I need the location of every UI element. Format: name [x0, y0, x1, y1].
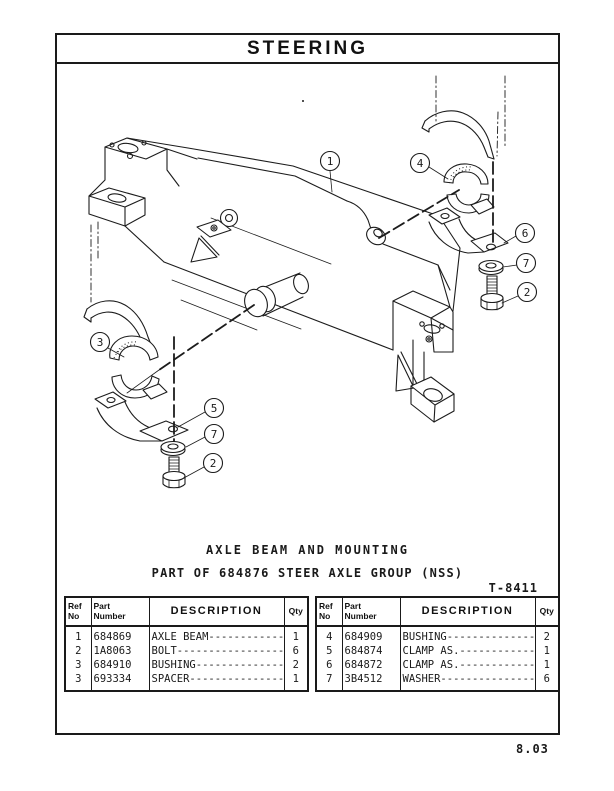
- svg-text:7: 7: [211, 428, 218, 441]
- description-cell: WASHER-----------------: [399, 672, 535, 691]
- description-cell: AXLE BEAM--------------: [148, 626, 284, 644]
- header-qty: Qty: [534, 597, 559, 627]
- description-cell: BUSHING----------------: [399, 626, 535, 644]
- table-row: 2 1A8063 BOLT------------------- 6: [65, 644, 308, 658]
- part-cell: 684909: [341, 626, 400, 644]
- qty-cell: 1: [534, 644, 559, 658]
- qty-cell: 2: [283, 658, 308, 672]
- callout-4: 4: [409, 152, 431, 174]
- ref-cell: 2: [75, 645, 82, 657]
- svg-text:4: 4: [417, 157, 424, 170]
- callout-7-left: 7: [203, 423, 225, 445]
- description-cell: CLAMP AS.--------------: [399, 644, 535, 658]
- part-cell: 1A8063: [90, 644, 149, 658]
- diagram-svg: 1 4 6 7 2 3 5: [83, 75, 538, 489]
- axle-beam-body: [163, 147, 461, 351]
- callout-7-right: 7: [515, 252, 537, 274]
- axle-beam-drawing: 1 4 6 7 2 3 5: [83, 75, 538, 489]
- part-cell: 693334: [90, 672, 149, 691]
- header-qty: Qty: [283, 597, 308, 627]
- qty-cell: 1: [283, 626, 308, 644]
- diagram-caption: AXLE BEAM AND MOUNTING: [206, 543, 409, 557]
- part-cell: 3B4512: [341, 672, 400, 691]
- part-cell: 684869: [90, 626, 149, 644]
- table-row: 4 684909 BUSHING---------------- 2: [316, 626, 559, 644]
- table-row: 3 693334 SPACER----------------- 1: [65, 672, 308, 691]
- part-cell: 684872: [341, 658, 400, 672]
- svg-text:6: 6: [522, 227, 529, 240]
- table-row: 1 684869 AXLE BEAM-------------- 1: [65, 626, 308, 644]
- qty-cell: 1: [283, 672, 308, 691]
- callout-6: 6: [514, 222, 536, 244]
- description-cell: BUSHING----------------: [148, 658, 284, 672]
- svg-text:2: 2: [524, 286, 531, 299]
- ref-cell: 5: [326, 645, 333, 657]
- page-title: STEERING: [246, 37, 369, 59]
- ref-cell: 3: [75, 673, 82, 685]
- table-row: 7 3B4512 WASHER----------------- 6: [316, 672, 559, 691]
- qty-cell: 2: [534, 626, 559, 644]
- svg-text:5: 5: [211, 402, 218, 415]
- ref-cell: 7: [326, 673, 333, 685]
- page-number: 8.03: [516, 742, 549, 756]
- callout-2-right: 2: [516, 281, 538, 303]
- kingpin: [244, 272, 309, 318]
- callout-1: 1: [319, 150, 341, 172]
- table-row: 6 684872 CLAMP AS.-------------- 1: [316, 658, 559, 672]
- axle-beam-right-bracket: [392, 264, 455, 423]
- diagram-subcaption: PART OF 684876 STEER AXLE GROUP (NSS): [151, 566, 464, 580]
- svg-text:3: 3: [97, 336, 104, 349]
- callout-3: 3: [89, 331, 111, 353]
- description-cell: BOLT-------------------: [148, 644, 284, 658]
- header-description: DESCRIPTION: [399, 597, 535, 627]
- bolt-left: [162, 456, 186, 489]
- title-banner: STEERING: [57, 35, 558, 64]
- part-cell: 684910: [90, 658, 149, 672]
- table-row: 5 684874 CLAMP AS.-------------- 1: [316, 644, 559, 658]
- callout-2-left: 2: [202, 452, 224, 474]
- svg-text:2: 2: [210, 457, 217, 470]
- description-cell: CLAMP AS.--------------: [399, 658, 535, 672]
- qty-cell: 6: [534, 672, 559, 691]
- callout-5: 5: [203, 397, 225, 419]
- table-row: 3 684910 BUSHING---------------- 2: [65, 658, 308, 672]
- qty-cell: 6: [283, 644, 308, 658]
- figure-ref: T-8411: [488, 581, 538, 595]
- qty-cell: 1: [534, 658, 559, 672]
- speck: [302, 100, 304, 102]
- left-clamp-assembly: [83, 221, 255, 489]
- bolt-right: [480, 275, 504, 311]
- ref-cell: 4: [326, 631, 333, 643]
- ref-cell: 6: [326, 659, 333, 671]
- svg-text:7: 7: [523, 257, 530, 270]
- right-clamp-assembly: [378, 75, 509, 311]
- page-sheet: STEERING: [55, 33, 560, 735]
- callout-leaders: [107, 166, 519, 480]
- header-description: DESCRIPTION: [148, 597, 284, 627]
- description-cell: SPACER-----------------: [148, 672, 284, 691]
- ref-cell: 1: [75, 631, 82, 643]
- svg-text:1: 1: [327, 155, 334, 168]
- axle-beam-left-bracket: [88, 137, 198, 263]
- part-cell: 684874: [341, 644, 400, 658]
- ref-cell: 3: [75, 659, 82, 671]
